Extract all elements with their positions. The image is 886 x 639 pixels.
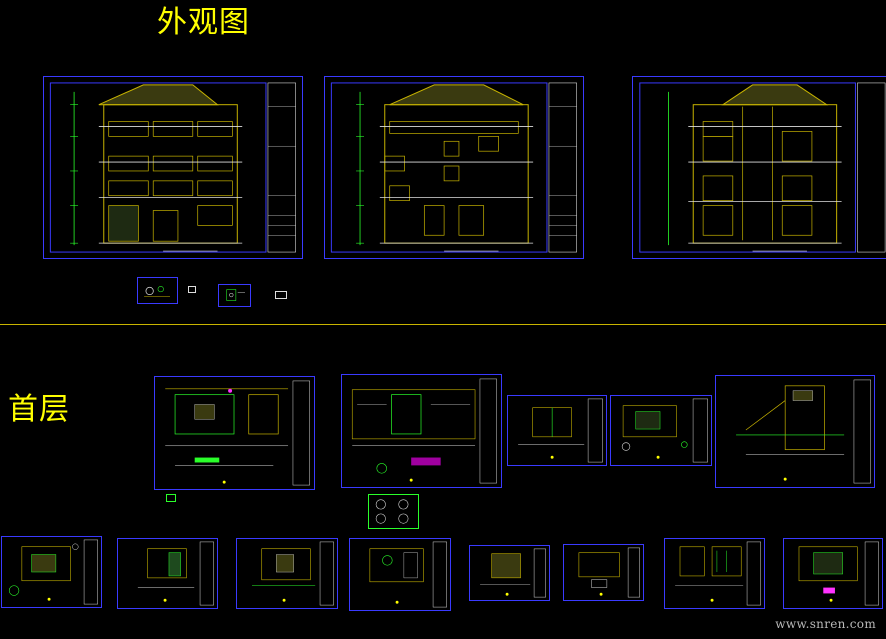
ground-floor-section-title: 首层 xyxy=(8,392,70,427)
floor-plan-sheet[interactable] xyxy=(783,538,883,609)
floor-plan-drawing xyxy=(798,541,879,606)
floor-plan-drawing xyxy=(8,539,98,605)
floor-plan-sheet[interactable] xyxy=(236,538,338,609)
detail-drawing xyxy=(144,286,170,297)
elevation-drawing xyxy=(639,82,886,253)
floor-plan-drawing xyxy=(252,541,334,606)
floor-plan-sheet[interactable] xyxy=(154,376,315,490)
floor-plan-sheet[interactable] xyxy=(664,538,765,609)
floor-plan-sheet[interactable] xyxy=(1,536,102,608)
floor-plan-drawing xyxy=(137,541,214,606)
watermark-text: www.snren.com xyxy=(775,617,876,631)
floor-plan-drawing xyxy=(518,398,603,463)
floor-plan-drawing xyxy=(736,379,871,484)
elevation-drawing xyxy=(330,82,577,253)
section-divider-line xyxy=(0,324,886,325)
detail-drawing xyxy=(226,289,245,301)
floor-plan-sheet[interactable] xyxy=(563,544,644,601)
floor-plan-drawing xyxy=(351,378,497,484)
detail-thumbnail[interactable] xyxy=(137,277,178,304)
floor-plan-sheet[interactable] xyxy=(610,395,712,466)
floor-plan-sheet[interactable] xyxy=(349,538,451,611)
elevation-sheet-side[interactable] xyxy=(324,76,584,259)
floor-plan-sheet[interactable] xyxy=(715,375,875,488)
elevation-sheet-rear[interactable] xyxy=(632,76,886,259)
floor-plan-sheet[interactable] xyxy=(469,545,550,601)
floor-plan-drawing xyxy=(480,548,546,598)
exterior-section-title: 外观图 xyxy=(157,5,250,40)
elevation-drawing xyxy=(49,82,296,253)
floor-plan-drawing xyxy=(675,541,761,606)
note-thumbnail[interactable] xyxy=(166,494,176,502)
floor-plan-drawing xyxy=(369,541,447,608)
floor-plan-sheet[interactable] xyxy=(341,374,502,488)
detail-thumbnail[interactable] xyxy=(368,494,419,529)
detail-thumbnail[interactable] xyxy=(218,284,251,307)
detail-drawing xyxy=(375,499,409,524)
floor-plan-sheet[interactable] xyxy=(507,395,607,466)
floor-plan-sheet[interactable] xyxy=(117,538,218,609)
floor-plan-drawing xyxy=(578,547,640,598)
floor-plan-drawing xyxy=(621,398,708,463)
note-thumbnail[interactable] xyxy=(188,286,196,293)
note-thumbnail[interactable] xyxy=(275,291,287,299)
floor-plan-drawing xyxy=(165,380,310,486)
elevation-sheet-front[interactable] xyxy=(43,76,303,259)
